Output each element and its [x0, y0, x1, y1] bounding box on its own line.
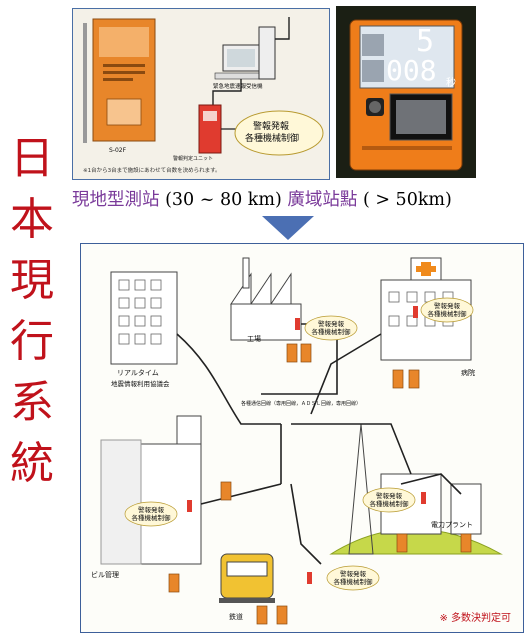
- pc-label: 緊急地震速報受信機: [213, 84, 263, 90]
- hospital-callout-line-1: 警報発報: [434, 302, 460, 310]
- wide-area-device-illustration: [336, 6, 476, 178]
- power-callout: 警報発報 各種機械制御: [367, 492, 411, 508]
- unit-label: 警報判定ユニット: [173, 156, 214, 162]
- device-label: S-02F: [109, 147, 127, 154]
- title-char-4: 行: [10, 316, 54, 367]
- callout-line-2: 各種機械制御: [245, 134, 300, 144]
- network-illustration: [100, 257, 503, 625]
- local-station-photo: S-02F 緊急地震速報受信機 警報判定ユニット 警報発報 各種機械制御 ※1台…: [72, 8, 330, 180]
- hospital-callout-line-2: 各種機械制御: [427, 310, 467, 318]
- countdown-unit: 秒: [446, 78, 456, 89]
- title-char-2: 本: [10, 194, 54, 245]
- factory-callout-line-1: 警報発報: [318, 320, 344, 328]
- railway-callout: 警報発報 各種機械制御: [331, 570, 375, 586]
- building-label: ビル管理: [91, 571, 119, 579]
- power-callout-line-1: 警報発報: [376, 492, 402, 500]
- hq-label-line-2: 地震情報利用協議会: [111, 380, 170, 388]
- building-callout-line-1: 警報発報: [138, 506, 164, 514]
- local-station-illustration: [83, 17, 324, 156]
- countdown-top: 5: [416, 24, 435, 59]
- vertical-title: 日 本 現 行 系 統: [6, 128, 58, 494]
- down-arrow-icon: [262, 216, 314, 240]
- power-callout-line-2: 各種機械制御: [369, 500, 409, 508]
- comm-line-label: 各種通信回線（専用回線，ＡＤＳＬ回線，専用回線）: [241, 401, 362, 407]
- title-char-6: 統: [10, 438, 54, 489]
- building-callout: 警報発報 各種機械制御: [129, 506, 173, 522]
- railway-label: 鉄道: [229, 613, 243, 621]
- factory-callout-line-2: 各種機械制御: [311, 328, 351, 336]
- title-char-5: 系: [10, 377, 54, 428]
- wide-area-station-photo: 5 008 秒: [336, 6, 476, 178]
- factory-callout: 警報発報 各種機械制御: [309, 320, 353, 336]
- hospital-label: 病院: [461, 369, 475, 377]
- photo-footnote: ※1台から3台まで施設にあわせて台数を決められます。: [83, 168, 221, 174]
- caption-wide-range: ( > 50km): [357, 190, 452, 210]
- caption-local-station: 現地型測站: [72, 190, 160, 210]
- building-callout-line-2: 各種機械制御: [131, 514, 171, 522]
- factory-label: 工場: [247, 335, 261, 343]
- countdown-bottom: 008: [386, 54, 437, 87]
- hospital-callout: 警報発報 各種機械制御: [425, 302, 469, 318]
- title-char-1: 日: [10, 133, 54, 184]
- railway-callout-line-1: 警報発報: [340, 570, 366, 578]
- majority-decision-note: ※ 多数決判定可: [439, 613, 511, 624]
- callout-line-1: 警報発報: [253, 122, 290, 132]
- railway-callout-line-2: 各種機械制御: [333, 578, 373, 586]
- caption-local-range: (30 ~ 80 km): [159, 190, 288, 210]
- power-plant-label: 電力プラント: [431, 521, 473, 529]
- network-diagram: リアルタイム 地震情報利用協議会 工場 病院 各種通信回線（専用回線，ＡＤＳＬ回…: [80, 243, 524, 633]
- title-char-3: 現: [10, 255, 54, 306]
- station-caption: 現地型測站 (30 ~ 80 km) 廣域站點 ( > 50km): [72, 186, 522, 211]
- caption-wide-station: 廣域站點: [287, 190, 358, 210]
- hq-label-line-1: リアルタイム: [117, 369, 159, 377]
